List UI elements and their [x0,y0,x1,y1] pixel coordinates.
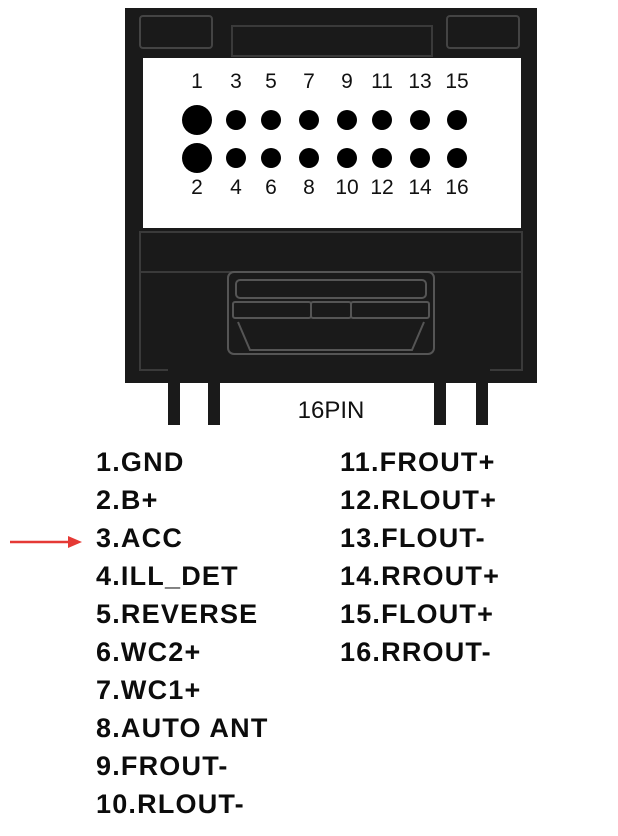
pin-number-13: 13 [408,70,431,93]
connector-label: 16PIN [298,397,365,424]
pin-label-8: 8.AUTO ANT [96,713,269,743]
pin-label-5: 5.REVERSE [96,599,259,629]
pin-2 [182,143,212,173]
pin-13 [410,110,430,130]
pin-1 [182,105,212,135]
pinout-list-right: 11.FROUT+ 12.RLOUT+ 13.FLOUT- 14.RROUT+ … [340,443,500,671]
pin-number-1: 1 [191,70,203,93]
pin-number-2: 2 [191,176,203,199]
pin-number-7: 7 [303,70,315,93]
pin-number-10: 10 [335,176,358,199]
pin-label-10: 10.RLOUT- [96,789,245,819]
pin-3 [226,110,246,130]
pin-label-2: 2.B+ [96,485,159,515]
pin-number-15: 15 [445,70,468,93]
pin-14 [410,148,430,168]
pin-6 [261,148,281,168]
pin-number-16: 16 [445,176,468,199]
connector-legs [168,370,488,425]
connector-latch [227,271,435,355]
pin-number-6: 6 [265,176,277,199]
pin-label-7: 7.WC1+ [96,675,202,705]
pin-label-4: 4.ILL_DET [96,561,239,591]
highlight-arrow-icon [10,536,82,548]
pin-label-3: 3.ACC [96,523,184,553]
pin-12 [372,148,392,168]
pin-number-11: 11 [371,70,393,93]
pin-11 [372,110,392,130]
pinout-list-left: 1.GND 2.B+ 3.ACC 4.ILL_DET 5.REVERSE 6.W… [96,443,269,823]
pin-label-9: 9.FROUT- [96,751,229,781]
pin-label-16: 16.RROUT- [340,637,492,667]
pin-number-9: 9 [341,70,353,93]
pin-label-1: 1.GND [96,447,185,477]
pin-number-5: 5 [265,70,277,93]
pin-label-13: 13.FLOUT- [340,523,486,553]
pin-10 [337,148,357,168]
pin-number-14: 14 [408,176,432,199]
pin-label-12: 12.RLOUT+ [340,485,498,515]
pin-15 [447,110,467,130]
pin-5 [261,110,281,130]
pin-7 [299,110,319,130]
pin-label-6: 6.WC2+ [96,637,202,667]
pin-label-15: 15.FLOUT+ [340,599,495,629]
pin-label-14: 14.RROUT+ [340,561,501,591]
pin-number-12: 12 [370,176,393,199]
pin-label-11: 11.FROUT+ [340,447,496,477]
connector-housing [125,8,537,383]
pin-16 [447,148,467,168]
pin-8 [299,148,319,168]
pin-number-3: 3 [230,70,242,93]
pin-number-8: 8 [303,176,315,199]
pin-9 [337,110,357,130]
pin-number-4: 4 [230,176,242,199]
pin-4 [226,148,246,168]
pin-face [143,58,521,228]
